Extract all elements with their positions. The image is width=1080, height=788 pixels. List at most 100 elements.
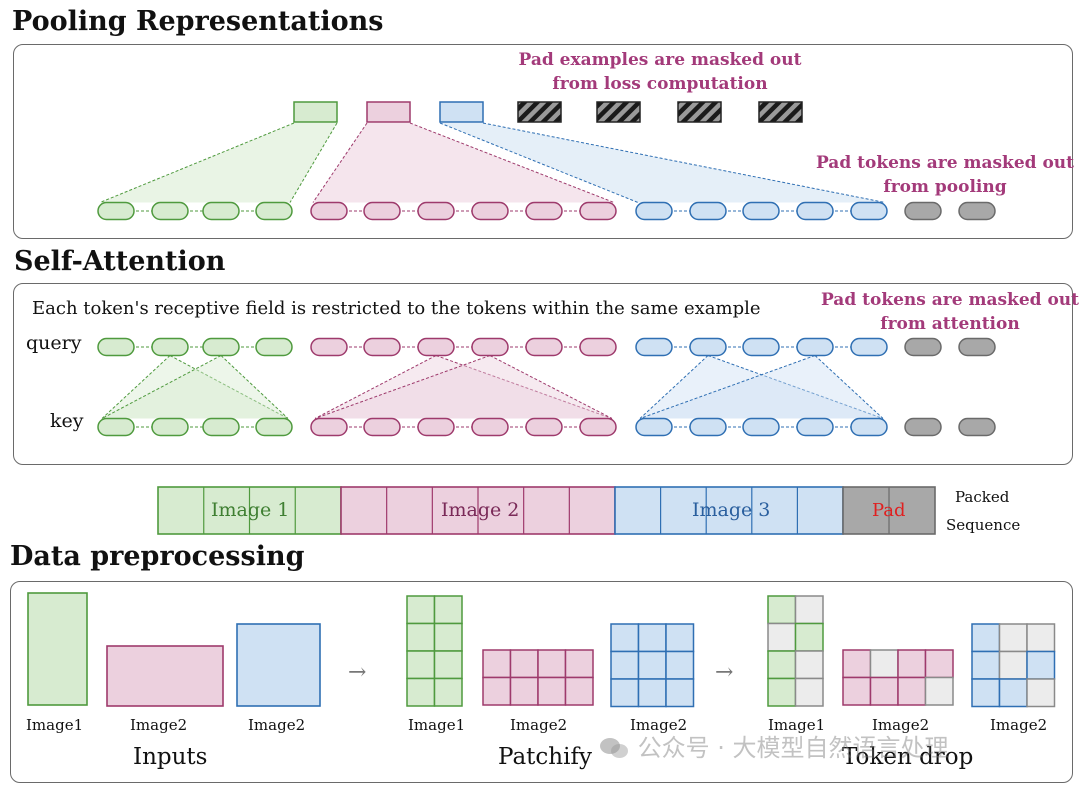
patch-image1-cell-2-1 — [433, 650, 463, 680]
pooling-fan-2 — [440, 123, 885, 203]
input-image1 — [27, 592, 88, 706]
wechat-icon — [600, 736, 630, 760]
pad-tokens-pooling-note-line2: from pooling — [883, 177, 1007, 197]
inputs-image2-label: Image2 — [130, 716, 188, 734]
tokendrop-image2-label: Image2 — [872, 716, 930, 734]
key-token-10 — [635, 417, 673, 437]
attention-edge-left-0 — [101, 355, 171, 419]
pad-example-2 — [677, 101, 722, 123]
pooled-rep-0 — [293, 101, 338, 123]
patch-image1-cell-0-1 — [433, 595, 463, 625]
drop-image1-cell-2-1 — [794, 650, 824, 680]
key-token-6 — [417, 417, 455, 437]
query-token-10 — [635, 337, 673, 357]
pool-token-15 — [904, 201, 942, 221]
packed-segment-2 — [614, 486, 844, 535]
drop-image2-cell-1-3 — [924, 676, 954, 706]
drop-image3-cell-2-1 — [998, 678, 1028, 708]
patch-image1-cell-3-0 — [406, 677, 436, 707]
patch-image1-cell-3-1 — [433, 677, 463, 707]
attention-section-title: Self-Attention — [14, 246, 226, 277]
inputs-caption: Inputs — [133, 744, 208, 770]
watermark: 公众号 · 大模型自然语言处理 — [600, 728, 949, 763]
patchify-caption: Patchify — [498, 744, 592, 770]
packed-sequence-label-line2: Sequence — [946, 516, 1021, 534]
packed-image1-label: Image 1 — [211, 499, 290, 521]
pool-token-16 — [958, 201, 996, 221]
patch-image2-cell-1-3 — [564, 676, 594, 706]
pool-token-11 — [689, 201, 727, 221]
drop-image1-cell-1-1 — [794, 622, 824, 652]
attention-edge-left-5 — [639, 355, 816, 419]
attention-cone-0 — [102, 355, 288, 419]
attention-edge-left-4 — [639, 355, 709, 419]
key-token-4 — [310, 417, 348, 437]
pad-example-1 — [596, 101, 641, 123]
receptive-field-description: Each token's receptive field is restrict… — [32, 298, 761, 319]
drop-image2-cell-1-2 — [897, 676, 927, 706]
input-image2 — [106, 645, 224, 707]
pooling-fan-right-0 — [289, 122, 338, 203]
pooling-fan-1 — [313, 123, 614, 203]
watermark-text: 公众号 · 大模型自然语言处理 — [637, 734, 949, 762]
pooling-fan-right-1 — [409, 122, 615, 203]
drop-image3-cell-2-0 — [971, 678, 1001, 708]
pool-token-8 — [525, 201, 563, 221]
patch-image3-cell-2-0 — [610, 678, 640, 708]
drop-image3-cell-1-0 — [971, 650, 1001, 680]
key-token-14 — [850, 417, 888, 437]
pooling-fan-right-2 — [482, 122, 886, 203]
key-token-7 — [471, 417, 509, 437]
arrow-patchify-to-tokendrop: → — [715, 660, 734, 685]
arrow-inputs-to-patchify: → — [348, 660, 367, 685]
drop-image2-cell-1-1 — [869, 676, 899, 706]
packed-image3-label: Image 3 — [692, 499, 771, 521]
pooling-fan-left-1 — [312, 122, 368, 203]
drop-image3-cell-0-2 — [1026, 623, 1056, 653]
query-token-1 — [151, 337, 189, 357]
patch-image2-cell-0-1 — [509, 649, 539, 679]
preprocessing-section-title: Data preprocessing — [10, 541, 305, 572]
pooled-rep-2 — [439, 101, 484, 123]
drop-image3-cell-0-0 — [971, 623, 1001, 653]
drop-image3-cell-1-2 — [1026, 650, 1056, 680]
pool-token-6 — [417, 201, 455, 221]
drop-image3-cell-2-2 — [1026, 678, 1056, 708]
key-token-9 — [579, 417, 617, 437]
pool-token-14 — [850, 201, 888, 221]
pad-tokens-pooling-note-line1: Pad tokens are masked out — [815, 153, 1074, 173]
query-token-9 — [579, 337, 617, 357]
attention-cone-3 — [315, 355, 612, 419]
query-token-16 — [958, 337, 996, 357]
patch-image3-cell-0-2 — [665, 623, 695, 653]
pool-token-12 — [742, 201, 780, 221]
pad-tokens-attention-note-line1: Pad tokens are masked out — [820, 290, 1079, 310]
patch-image1-cell-1-0 — [406, 622, 436, 652]
key-token-12 — [742, 417, 780, 437]
query-token-2 — [202, 337, 240, 357]
pad-tokens-pooling-note: Pad tokens are masked out from pooling — [815, 151, 1075, 199]
patch-image1-cell-0-0 — [406, 595, 436, 625]
drop-image1-cell-0-0 — [767, 595, 797, 625]
pool-token-5 — [363, 201, 401, 221]
patch-image2-cell-1-0 — [482, 676, 512, 706]
pad-example-3 — [758, 101, 803, 123]
drop-image2-cell-0-0 — [842, 649, 872, 679]
patchify-image2-label: Image2 — [510, 716, 568, 734]
patch-image1-cell-1-1 — [433, 622, 463, 652]
key-label: key — [50, 410, 84, 432]
drop-image1-cell-2-0 — [767, 650, 797, 680]
input-image3 — [236, 623, 321, 707]
patch-image3-cell-1-1 — [637, 650, 667, 680]
query-token-13 — [796, 337, 834, 357]
key-token-0 — [97, 417, 135, 437]
patch-image3-cell-0-1 — [637, 623, 667, 653]
pool-token-7 — [471, 201, 509, 221]
key-token-13 — [796, 417, 834, 437]
drop-image3-cell-1-1 — [998, 650, 1028, 680]
packed-image2-label: Image 2 — [441, 499, 520, 521]
query-token-15 — [904, 337, 942, 357]
attention-edge-right-5 — [814, 355, 884, 419]
pool-token-2 — [202, 201, 240, 221]
attention-edge-right-0 — [169, 355, 289, 419]
